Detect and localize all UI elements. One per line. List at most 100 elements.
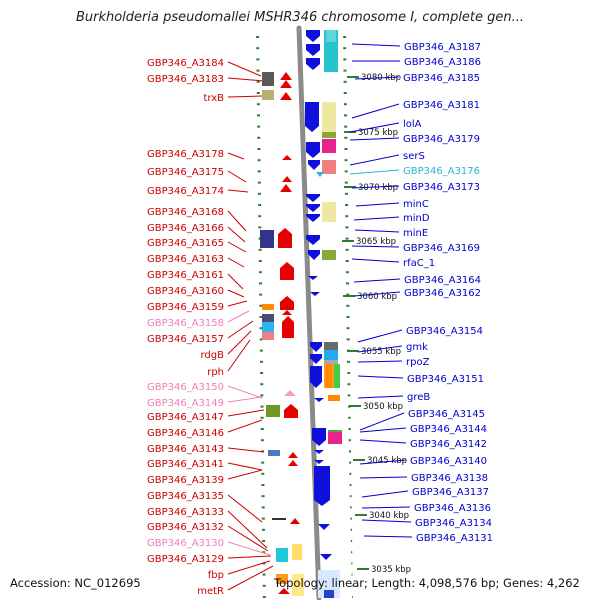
tick-mark — [256, 36, 260, 38]
right-gene-label[interactable]: GBP346_A3138 — [411, 473, 488, 484]
tick-mark — [345, 237, 349, 240]
right-callout-line — [357, 329, 403, 343]
forward-gene — [280, 262, 294, 280]
tick-mark — [346, 316, 350, 318]
left-gene-label[interactable]: GBP346_A3129 — [147, 554, 224, 565]
left-gene-label[interactable]: metR — [197, 586, 224, 597]
reverse-gene — [306, 194, 320, 202]
left-gene-label[interactable]: GBP346_A3150 — [147, 382, 224, 393]
right-callout-line — [349, 137, 400, 141]
gene-block — [276, 548, 288, 562]
left-callout-line — [227, 300, 248, 307]
right-gene-label[interactable]: GBP346_A3154 — [406, 326, 483, 337]
right-gene-label[interactable]: GBP346_A3169 — [403, 243, 480, 254]
right-gene-label[interactable]: rpoZ — [406, 357, 430, 368]
tick-mark — [348, 506, 352, 509]
left-gene-label[interactable]: GBP346_A3132 — [147, 522, 224, 533]
left-gene-label[interactable]: GBP346_A3166 — [147, 223, 224, 234]
right-gene-label[interactable]: minC — [403, 199, 429, 210]
tick-mark — [259, 304, 263, 307]
forward-gene-arrow — [290, 518, 300, 524]
tick-mark — [257, 125, 261, 128]
right-gene-label[interactable]: serS — [403, 151, 425, 162]
left-gene-label[interactable]: rdgB — [201, 350, 225, 361]
reverse-gene — [314, 466, 330, 506]
left-gene-label[interactable]: GBP346_A3178 — [147, 149, 224, 160]
right-gene-label[interactable]: GBP346_A3134 — [415, 518, 492, 529]
left-gene-label[interactable]: GBP346_A3149 — [147, 398, 224, 409]
left-gene-label[interactable]: GBP346_A3141 — [147, 459, 224, 470]
left-gene-label[interactable]: GBP346_A3139 — [147, 475, 224, 486]
tick-mark — [260, 428, 264, 430]
right-gene-label[interactable]: GBP346_A3136 — [414, 503, 491, 514]
left-gene-label[interactable]: GBP346_A3184 — [147, 58, 224, 69]
right-gene-label[interactable]: GBP346_A3140 — [410, 456, 487, 467]
right-gene-label[interactable]: GBP346_A3131 — [416, 533, 493, 544]
left-gene-label[interactable]: rph — [207, 367, 224, 378]
tick-mark — [346, 282, 350, 285]
tick-mark — [261, 484, 265, 486]
left-gene-label[interactable]: trxB — [203, 93, 224, 104]
gene-block — [262, 72, 274, 86]
left-gene-label[interactable]: GBP346_A3163 — [147, 254, 224, 265]
right-gene-label[interactable]: GBP346_A3181 — [403, 100, 480, 111]
gene-block — [328, 430, 342, 432]
right-gene-label[interactable]: GBP346_A3164 — [404, 275, 481, 286]
left-gene-label[interactable]: GBP346_A3175 — [147, 167, 224, 178]
left-gene-label[interactable]: GBP346_A3160 — [147, 286, 224, 297]
left-gene-label[interactable]: GBP346_A3161 — [147, 270, 224, 281]
right-gene-label[interactable]: GBP346_A3137 — [412, 487, 489, 498]
left-callout-line — [227, 339, 251, 372]
tick-layer — [256, 36, 353, 598]
gene-block — [328, 395, 340, 401]
left-gene-label[interactable]: GBP346_A3133 — [147, 507, 224, 518]
right-gene-label[interactable]: lolA — [403, 119, 422, 130]
right-gene-label[interactable]: GBP346_A3179 — [403, 134, 480, 145]
right-gene-label[interactable]: GBP346_A3187 — [404, 42, 481, 53]
forward-gene-arrow — [282, 155, 292, 160]
right-callout-line — [363, 535, 413, 538]
reverse-gene — [306, 142, 320, 158]
left-gene-label[interactable]: GBP346_A3130 — [147, 538, 224, 549]
left-gene-label[interactable]: GBP346_A3174 — [147, 186, 224, 197]
right-gene-label[interactable]: GBP346_A3145 — [408, 409, 485, 420]
tick-mark — [343, 36, 347, 38]
left-gene-label[interactable]: GBP346_A3157 — [147, 334, 224, 345]
left-gene-label[interactable]: GBP346_A3146 — [147, 428, 224, 439]
tick-mark — [345, 271, 349, 274]
right-gene-label[interactable]: minD — [403, 213, 430, 224]
right-gene-label[interactable]: gmk — [406, 342, 428, 353]
left-gene-label[interactable]: GBP346_A3147 — [147, 412, 224, 423]
left-gene-label[interactable]: GBP346_A3159 — [147, 302, 224, 313]
left-gene-label[interactable]: GBP346_A3158 — [147, 318, 224, 329]
left-gene-label[interactable]: fbp — [208, 570, 224, 581]
left-gene-label[interactable]: GBP346_A3165 — [147, 238, 224, 249]
tick-mark — [345, 226, 349, 229]
right-gene-label[interactable]: minE — [403, 228, 428, 239]
tick-mark — [261, 517, 265, 520]
right-gene-label[interactable]: rfaC_1 — [403, 258, 435, 269]
right-gene-label[interactable]: GBP346_A3173 — [403, 182, 480, 193]
right-gene-label[interactable]: GBP346_A3162 — [404, 288, 481, 299]
right-gene-label[interactable]: GBP346_A3151 — [407, 374, 484, 385]
left-callout-line — [227, 95, 263, 98]
left-gene-label[interactable]: GBP346_A3135 — [147, 491, 224, 502]
right-gene-label[interactable]: GBP346_A3185 — [403, 73, 480, 84]
tick-mark — [346, 293, 350, 296]
forward-gene-arrow — [280, 80, 292, 88]
right-gene-label[interactable]: greB — [407, 392, 430, 403]
kbp-label: 3065 kbp — [356, 237, 396, 247]
tick-mark — [256, 80, 260, 83]
right-gene-label[interactable]: GBP346_A3142 — [410, 439, 487, 450]
right-gene-label[interactable]: GBP346_A3186 — [404, 57, 481, 68]
left-gene-label[interactable]: GBP346_A3143 — [147, 444, 224, 455]
left-callout-line — [227, 462, 263, 471]
right-gene-label[interactable]: GBP346_A3176 — [403, 166, 480, 177]
tick-mark — [348, 472, 352, 475]
left-gene-label[interactable]: GBP346_A3168 — [147, 207, 224, 218]
tick-mark — [261, 528, 265, 531]
left-gene-label[interactable]: GBP346_A3183 — [147, 74, 224, 85]
right-gene-label[interactable]: GBP346_A3144 — [410, 424, 487, 435]
right-callout-line — [351, 185, 400, 189]
